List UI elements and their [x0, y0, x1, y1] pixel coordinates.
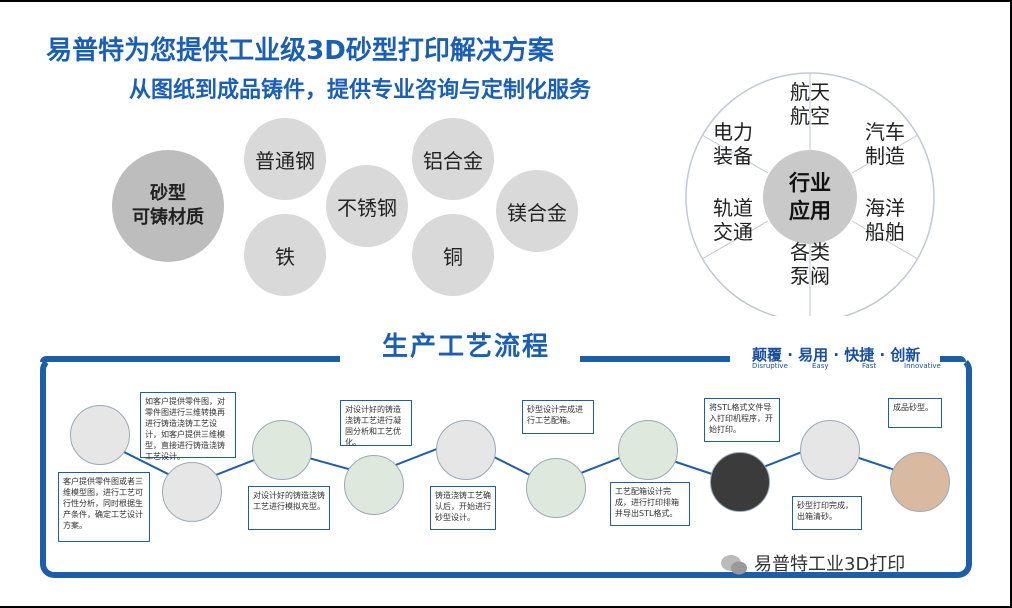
- process-step-box: 铸造浇铸工艺确认后，开始进行砂型设计。: [430, 486, 496, 530]
- page-title: 易普特为您提供工业级3D砂型打印解决方案: [46, 36, 554, 66]
- process-node-image: [70, 405, 130, 465]
- industry-label: 航天 航空: [790, 80, 830, 128]
- process-title: 生产工艺流程: [381, 332, 550, 362]
- process-step-box: 客户提供零件图或者三维模型图，进行工艺可行性分析，同时根据生产条件，确定工艺设计…: [58, 472, 150, 542]
- page-subtitle: 从图纸到成品铸件，提供专业咨询与定制化服务: [128, 78, 591, 103]
- bottom-border: [0, 606, 1012, 608]
- material-circle: 铜: [412, 214, 494, 296]
- industry-label: 汽车 制造: [865, 120, 905, 168]
- slogan-en-label: Fast: [862, 362, 877, 370]
- industry-label: 轨道 交通: [713, 196, 753, 244]
- watermark: 易普特工业3D打印: [720, 550, 1010, 576]
- process-step-box: 砂型设计完成进行工艺配箱。: [522, 400, 594, 434]
- frame-top-right: [940, 356, 966, 362]
- industry-center: 行业 应用: [763, 150, 857, 244]
- wechat-icon: [721, 555, 747, 575]
- process-node-image: [162, 462, 222, 522]
- frame-top-left: [40, 356, 340, 362]
- process-step-box: 对设计好的铸造浇铸工艺进行模拟充型。: [248, 486, 330, 530]
- materials-center-circle: 砂型 可铸材质: [112, 150, 224, 262]
- material-circle: 铁: [244, 214, 326, 296]
- watermark-text: 易普特工业3D打印: [754, 554, 906, 575]
- material-circle: 不锈钢: [326, 165, 408, 247]
- process-node-image: [800, 420, 860, 480]
- process-step-box: 对设计好的铸造浇铸工艺进行凝固分析和工艺优化。: [340, 400, 412, 447]
- slogan-en-label: Disruptive: [752, 362, 788, 370]
- industry-label: 海洋 船舶: [865, 196, 905, 244]
- process-node-image: [436, 420, 496, 480]
- top-border: [0, 0, 1012, 2]
- industry-label: 电力 装备: [713, 120, 753, 168]
- material-circle: 铝合金: [412, 118, 494, 200]
- slogan-en-label: Innovative: [904, 362, 941, 370]
- process-step-box: 砂型打印完成，出箱清砂。: [792, 496, 862, 530]
- process-step-box: 成品砂型。: [888, 398, 942, 428]
- slogan-en-label: Easy: [812, 362, 829, 370]
- process-flow-line: [99, 438, 911, 487]
- process-slogan: 颠覆 · 易用 · 快捷 · 创新: [752, 346, 921, 364]
- process-step-box: 将STL格式文件导入打印机程序，开始打印。: [704, 398, 780, 442]
- process-node-image: [526, 458, 586, 518]
- process-frame: [40, 356, 972, 578]
- process-step-box: 如客户提供零件图，对零件图进行三维转换再进行铸造浇铸工艺设计，如客户提供三维模型…: [140, 392, 236, 461]
- material-circle: 普通钢: [244, 118, 326, 200]
- industry-label: 各类 泵阀: [790, 240, 830, 288]
- process-step-box: 工艺配箱设计完成，进行打印排箱并导出STL格式。: [610, 482, 690, 526]
- process-node-image: [252, 420, 312, 480]
- frame-top-mid: [580, 356, 730, 362]
- process-node-image: [710, 452, 770, 512]
- material-circle: 镁合金: [496, 170, 578, 252]
- process-node-image: [344, 455, 404, 515]
- process-node-image: [618, 420, 678, 480]
- right-border: [1010, 0, 1012, 608]
- process-node-image: [890, 452, 950, 512]
